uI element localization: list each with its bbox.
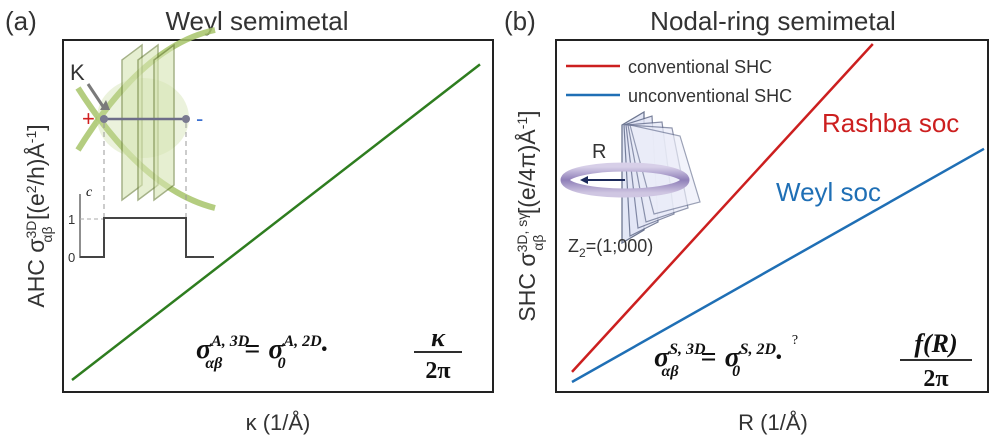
panel-a-inset-step: c 1 0: [68, 185, 214, 265]
c-label: c: [86, 185, 93, 200]
nodal-ring: [560, 162, 690, 198]
k-arrow-head: [100, 100, 110, 110]
k-arrow: [86, 83, 106, 109]
k-label: K: [70, 60, 85, 85]
panel-a-ylabel: AHC σ3Dαβ [(e2/h)Å-1]: [22, 124, 55, 307]
weyl-node-plus: [100, 115, 108, 123]
plus-label: +: [82, 106, 95, 131]
plane-3: [153, 43, 175, 202]
panel-a-series-line: [71, 63, 481, 381]
step-curve: [80, 217, 214, 258]
legend-label-conventional: conventional SHC: [628, 57, 772, 77]
panel-b-series-conventional: [571, 43, 874, 373]
panel-a-label: (a): [5, 6, 37, 36]
panel-a-inset-bands: K + -: [70, 27, 216, 218]
minus-label: -: [196, 106, 203, 131]
z2-label: Z2=(1;000): [568, 236, 653, 260]
panel-b-ylabel: SHC σ3D, sγαβ [(e/4π)Å-1]: [513, 110, 546, 321]
panel-b: (b) Nodal-ring semimetal conventional SH…: [504, 6, 989, 435]
panel-a-formula-denominator: 2π: [425, 358, 450, 384]
step-tick-1: 1: [68, 212, 75, 227]
panel-b-formula-numerator: f(R): [914, 329, 957, 358]
step-tick-0: 0: [68, 250, 75, 265]
legend-label-unconventional: unconventional SHC: [628, 86, 792, 106]
annotation-rashba: Rashba soc: [822, 108, 959, 138]
radius-arrow-head: [580, 176, 588, 184]
panel-a-frame: [62, 39, 494, 393]
panel-a: (a) Weyl semimetal κ (1/Å) AHC σ3Dαβ [(e…: [5, 6, 494, 435]
annotation-weyl: Weyl soc: [776, 177, 881, 207]
panel-b-title: Nodal-ring semimetal: [650, 6, 896, 36]
panel-a-xlabel: κ (1/Å): [246, 410, 311, 435]
panel-b-legend: conventional SHC unconventional SHC: [566, 57, 792, 106]
panel-b-frame: [555, 39, 989, 393]
panel-a-title: Weyl semimetal: [165, 6, 348, 36]
panel-b-inset: R Z2=(1;000): [560, 110, 701, 260]
r-label: R: [592, 141, 606, 163]
panel-b-label: (b): [504, 6, 536, 36]
panel-b-formula-denominator: 2π: [923, 366, 948, 392]
weyl-node-minus: [182, 115, 190, 123]
panel-b-xlabel: R (1/Å): [738, 410, 808, 435]
panel-b-formula-question: ?: [792, 333, 798, 348]
panel-b-series-unconventional: [571, 147, 985, 384]
panel-a-formula-numerator: κ: [431, 323, 446, 352]
